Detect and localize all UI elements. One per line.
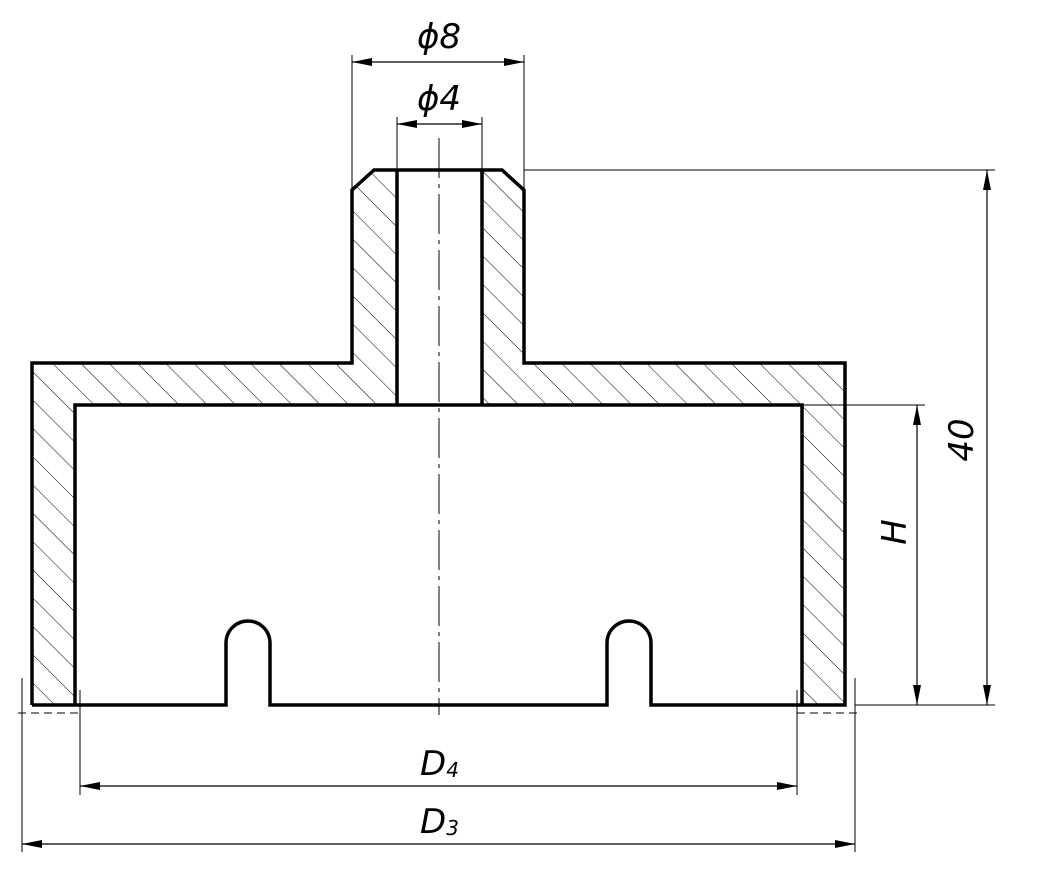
dim-label-D4-sub: 4 xyxy=(446,758,459,782)
dim-label-D3-sub: 3 xyxy=(446,816,459,840)
dim-label-D3-base: D xyxy=(420,802,446,842)
dim-label-phi4: ϕ4 xyxy=(417,79,461,119)
dim-label-D3: D3 xyxy=(420,802,459,842)
section-hatch-body xyxy=(32,170,397,705)
dim-label-phi8: ϕ8 xyxy=(417,17,461,57)
dim-label-H: H xyxy=(875,519,915,545)
dim-label-40: 40 xyxy=(942,418,982,461)
dim-label-D4: D4 xyxy=(420,744,459,784)
dim-label-D4-base: D xyxy=(420,744,446,784)
part-outline xyxy=(30,168,847,707)
cavity-outline xyxy=(73,403,804,705)
section-hatch-right xyxy=(482,170,845,705)
